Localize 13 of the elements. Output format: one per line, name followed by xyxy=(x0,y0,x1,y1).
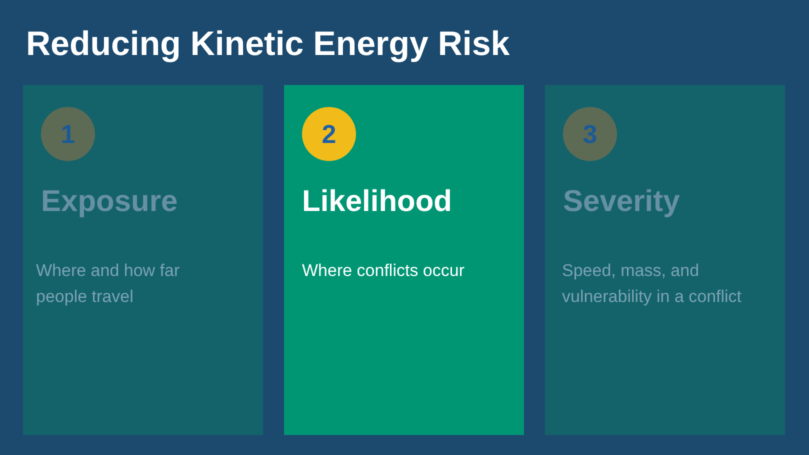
card-description: Where and how far people travel xyxy=(36,260,181,308)
step-number: 3 xyxy=(563,107,617,161)
step-card xyxy=(545,85,785,435)
step-card xyxy=(23,85,263,435)
card-description: Where conflicts occur xyxy=(302,260,466,282)
card-heading: Severity xyxy=(563,185,680,219)
diagram-title: Reducing Kinetic Energy Risk xyxy=(26,25,510,63)
card-description: Speed, mass, and vulnerability in a conflict xyxy=(562,260,743,308)
step-number: 2 xyxy=(302,107,356,161)
card-heading: Likelihood xyxy=(302,185,452,219)
step-number: 1 xyxy=(41,107,95,161)
card-heading: Exposure xyxy=(41,185,178,219)
step-card xyxy=(284,85,524,435)
